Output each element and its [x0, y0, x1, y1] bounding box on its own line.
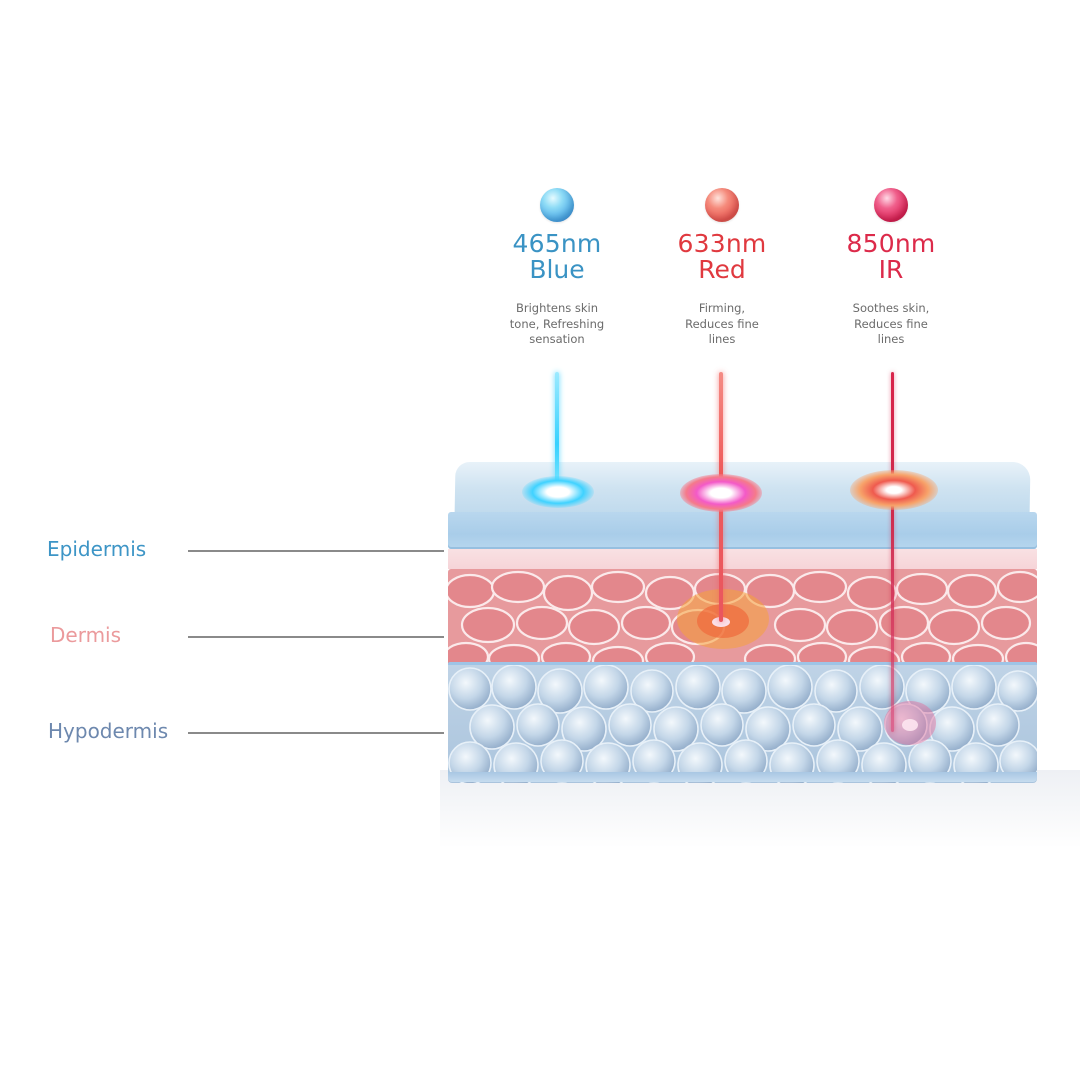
epidermis-layer [448, 512, 1037, 549]
layer-label-epidermis: Epidermis [47, 537, 147, 561]
light-description: Soothes skin, Reduces fine lines [852, 301, 930, 346]
dermis-layer [448, 569, 1037, 667]
blue-light-beam [555, 372, 559, 492]
basal-layer [448, 549, 1037, 569]
ir-light-orb-icon [874, 188, 908, 222]
layer-label-dermis: Dermis [50, 623, 122, 647]
layer-label-hypodermis: Hypodermis [48, 719, 169, 743]
light-name: IR [878, 255, 904, 284]
ir-light-spot [850, 470, 938, 510]
light-description: Firming, Reduces fine lines [685, 301, 759, 346]
red-light-spot [680, 474, 762, 512]
light-column-ir: 850nm IR Soothes skin, Reduces fine line… [811, 188, 971, 348]
hypodermis-layer [448, 662, 1037, 783]
red-light-orb-icon [705, 188, 739, 222]
leader-line-hypodermis [188, 732, 444, 734]
blue-light-spot [522, 476, 594, 508]
fat-cells [448, 665, 1037, 783]
light-name: Red [698, 255, 746, 284]
block-bottom-rim [448, 772, 1037, 782]
ir-light-beam [891, 372, 894, 732]
wavelength-label: 465nm [512, 229, 602, 258]
blue-light-orb-icon [540, 188, 574, 222]
dermis-cells [448, 570, 1037, 667]
leader-line-dermis [188, 636, 444, 638]
light-column-red: 633nm Red Firming, Reduces fine lines [642, 188, 802, 348]
light-column-blue: 465nm Blue Brightens skin tone, Refreshi… [477, 188, 637, 348]
light-name: Blue [529, 255, 585, 284]
wavelength-label: 633nm [677, 229, 767, 258]
light-description: Brightens skin tone, Refreshing sensatio… [509, 301, 605, 346]
wavelength-label: 850nm [846, 229, 936, 258]
floor-shadow [440, 770, 1080, 848]
leader-line-epidermis [188, 550, 444, 552]
